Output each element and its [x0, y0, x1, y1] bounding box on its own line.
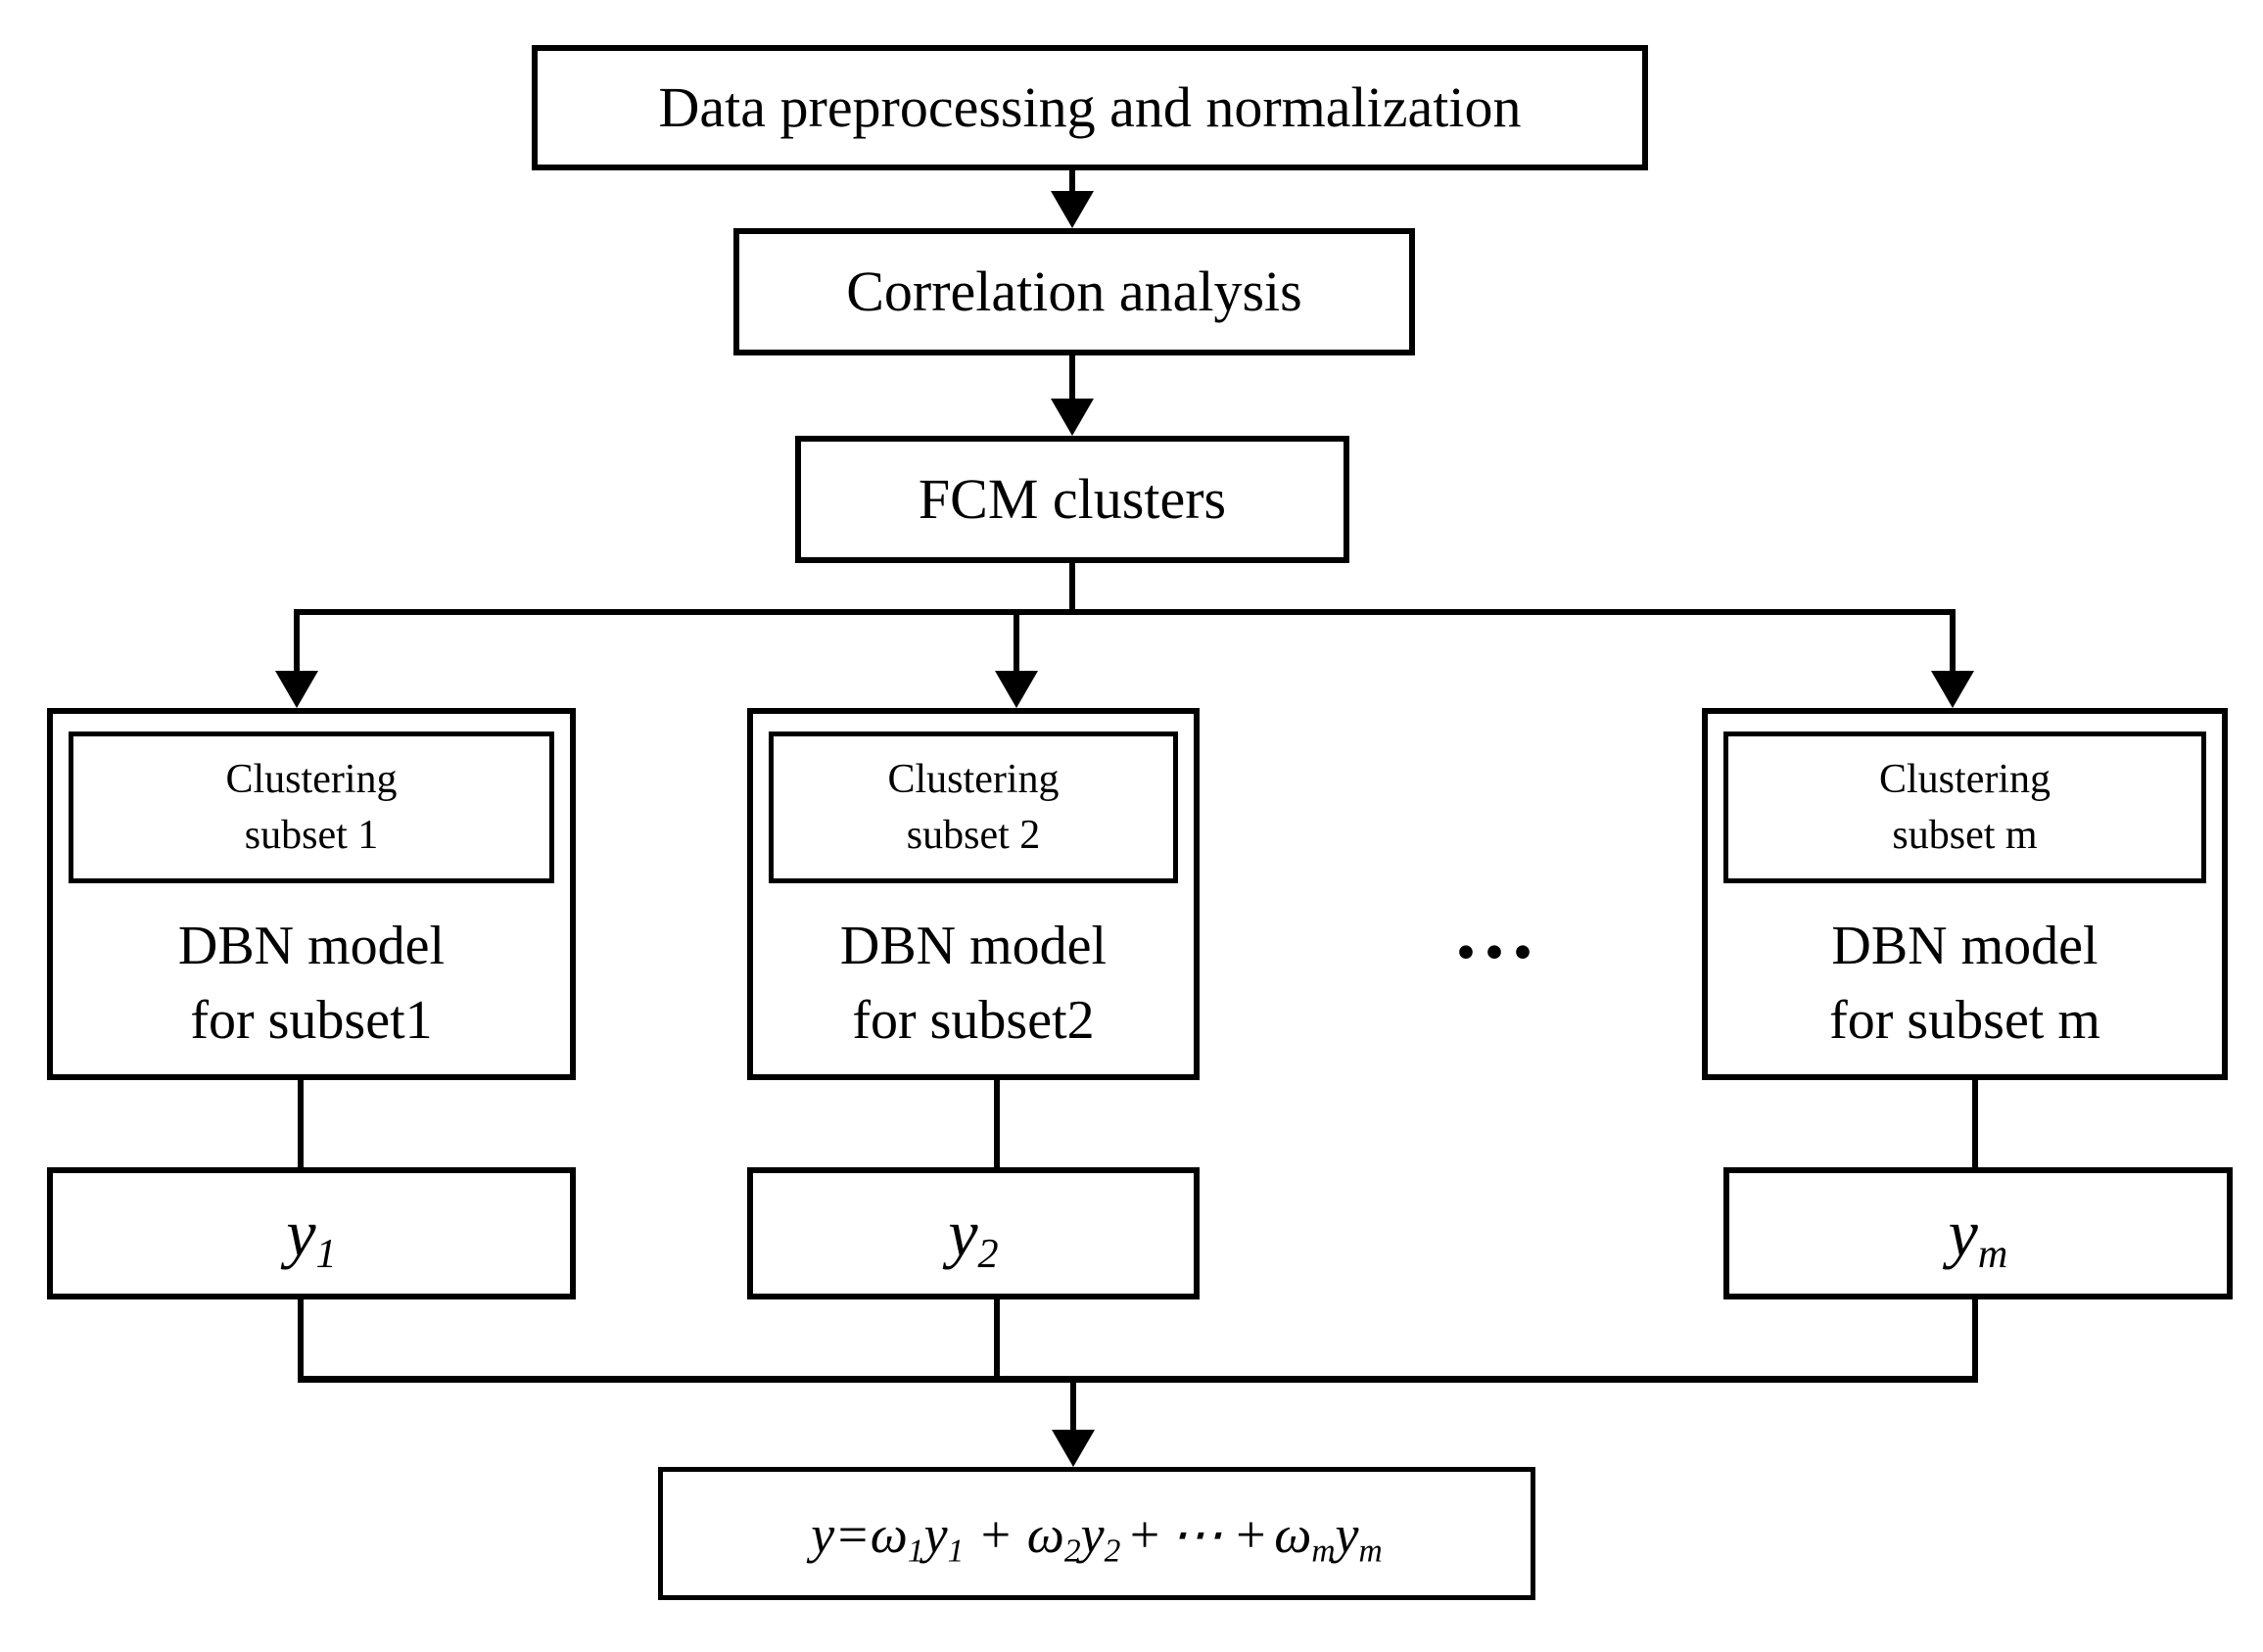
dbn-1-line1: DBN model — [177, 916, 446, 977]
arrowhead-into-subsetm — [1931, 671, 1974, 708]
formula-equals: = — [834, 1504, 871, 1564]
formula-omega-2: ω — [1026, 1504, 1064, 1564]
y2-label: y2 — [948, 1195, 998, 1274]
ym-label: ym — [1948, 1195, 2008, 1274]
y2-sub: 2 — [977, 1230, 999, 1277]
branch-drop-middle — [1014, 609, 1019, 676]
clustering-m-line1: Clustering — [1879, 756, 2051, 802]
arrowhead-into-correlation — [1051, 191, 1094, 228]
connector-dbnm-ym — [1972, 1080, 1978, 1167]
dbn-model-m-label-wrap: DBN model for subset m — [1702, 896, 2228, 1072]
formula-y-1-sub: 1 — [947, 1532, 965, 1569]
clustering-subset-m-box: Clustering subset m — [1723, 732, 2206, 883]
dbn-model-2-label: DBN model for subset2 — [840, 910, 1107, 1058]
formula-cdots: ⋯ — [1169, 1504, 1225, 1564]
connector-merge-formula — [1070, 1376, 1076, 1435]
dbn-m-line2: for subset m — [1829, 990, 2100, 1051]
formula-omega-1: ω — [870, 1504, 908, 1564]
formula-omega-m-sub: m — [1311, 1532, 1336, 1569]
merge-line — [298, 1376, 1978, 1383]
arrowhead-into-formula — [1052, 1430, 1095, 1467]
preprocess-box: Data preprocessing and normalization — [532, 45, 1648, 170]
y2-var: y — [948, 1196, 978, 1270]
clustering-2-line2: subset 2 — [906, 812, 1041, 858]
clustering-subset-1-label: Clustering subset 1 — [226, 752, 398, 863]
connector-correlation-fcm — [1069, 355, 1075, 402]
connector-fcm-branchline — [1069, 563, 1075, 615]
y1-var: y — [286, 1196, 316, 1270]
clustering-subset-2-label: Clustering subset 2 — [888, 752, 1060, 863]
clustering-subset-2-box: Clustering subset 2 — [769, 732, 1178, 883]
branch-drop-left — [294, 609, 300, 676]
correlation-label: Correlation analysis — [846, 259, 1302, 323]
formula-result-var: y — [811, 1504, 835, 1564]
branch-drop-right — [1950, 609, 1956, 676]
clustering-subset-1-box: Clustering subset 1 — [69, 732, 554, 883]
dbn-model-1-label: DBN model for subset1 — [178, 910, 445, 1058]
fcm-label: FCM clusters — [918, 466, 1227, 531]
dbn-model-m-label: DBN model for subset m — [1829, 910, 2100, 1058]
dbn-m-line1: DBN model — [1831, 916, 2098, 977]
connector-ym-merge — [1972, 1299, 1978, 1380]
branch-line — [294, 609, 1956, 615]
formula-plus-3: + — [1232, 1504, 1269, 1564]
formula-plus-2: + — [1126, 1504, 1162, 1564]
dbn-model-2-label-wrap: DBN model for subset2 — [747, 896, 1200, 1072]
y2-box: y2 — [747, 1167, 1200, 1299]
y1-box: y1 — [47, 1167, 576, 1299]
clustering-subset-m-label: Clustering subset m — [1879, 752, 2051, 863]
dbn-1-line2: for subset1 — [190, 990, 433, 1051]
dbn-model-1-label-wrap: DBN model for subset1 — [47, 896, 576, 1072]
preprocess-label: Data preprocessing and normalization — [658, 74, 1522, 139]
formula-label: y=ω1y1+ω2y2+⋯+ωmym — [811, 1503, 1382, 1568]
ym-var: y — [1948, 1196, 1978, 1270]
formula-y-2-sub: 2 — [1104, 1532, 1121, 1569]
formula-plus-1: + — [977, 1504, 1014, 1564]
connector-preprocess-correlation — [1069, 170, 1075, 202]
connector-dbn2-y2 — [994, 1080, 1000, 1167]
formula-y-2: y — [1080, 1504, 1105, 1564]
formula-box: y=ω1y1+ω2y2+⋯+ωmym — [658, 1467, 1535, 1600]
clustering-2-line1: Clustering — [887, 756, 1060, 802]
clustering-1-line2: subset 1 — [244, 812, 379, 858]
connector-dbn1-y1 — [298, 1080, 304, 1167]
connector-y1-merge — [298, 1299, 304, 1380]
ym-sub: m — [1977, 1230, 2008, 1277]
branches-ellipsis: ... — [1455, 884, 1541, 976]
clustering-m-line2: subset m — [1892, 812, 2038, 858]
arrowhead-into-subset2 — [995, 671, 1038, 708]
ym-box: ym — [1723, 1167, 2233, 1299]
clustering-1-line1: Clustering — [225, 756, 398, 802]
y1-label: y1 — [286, 1195, 336, 1274]
formula-y-m-sub: m — [1358, 1532, 1383, 1569]
arrowhead-into-subset1 — [275, 671, 318, 708]
formula-omega-1-sub: 1 — [907, 1532, 924, 1569]
fcm-box: FCM clusters — [795, 436, 1349, 563]
formula-y-1: y — [923, 1504, 948, 1564]
formula-y-m: y — [1335, 1504, 1359, 1564]
formula-omega-m: ω — [1274, 1504, 1312, 1564]
y1-sub: 1 — [315, 1230, 337, 1277]
arrowhead-into-fcm — [1051, 399, 1094, 436]
correlation-box: Correlation analysis — [733, 228, 1415, 355]
dbn-2-line1: DBN model — [839, 916, 1108, 977]
formula-omega-2-sub: 2 — [1063, 1532, 1081, 1569]
connector-y2-merge — [994, 1299, 1000, 1380]
dbn-2-line2: for subset2 — [852, 990, 1095, 1051]
